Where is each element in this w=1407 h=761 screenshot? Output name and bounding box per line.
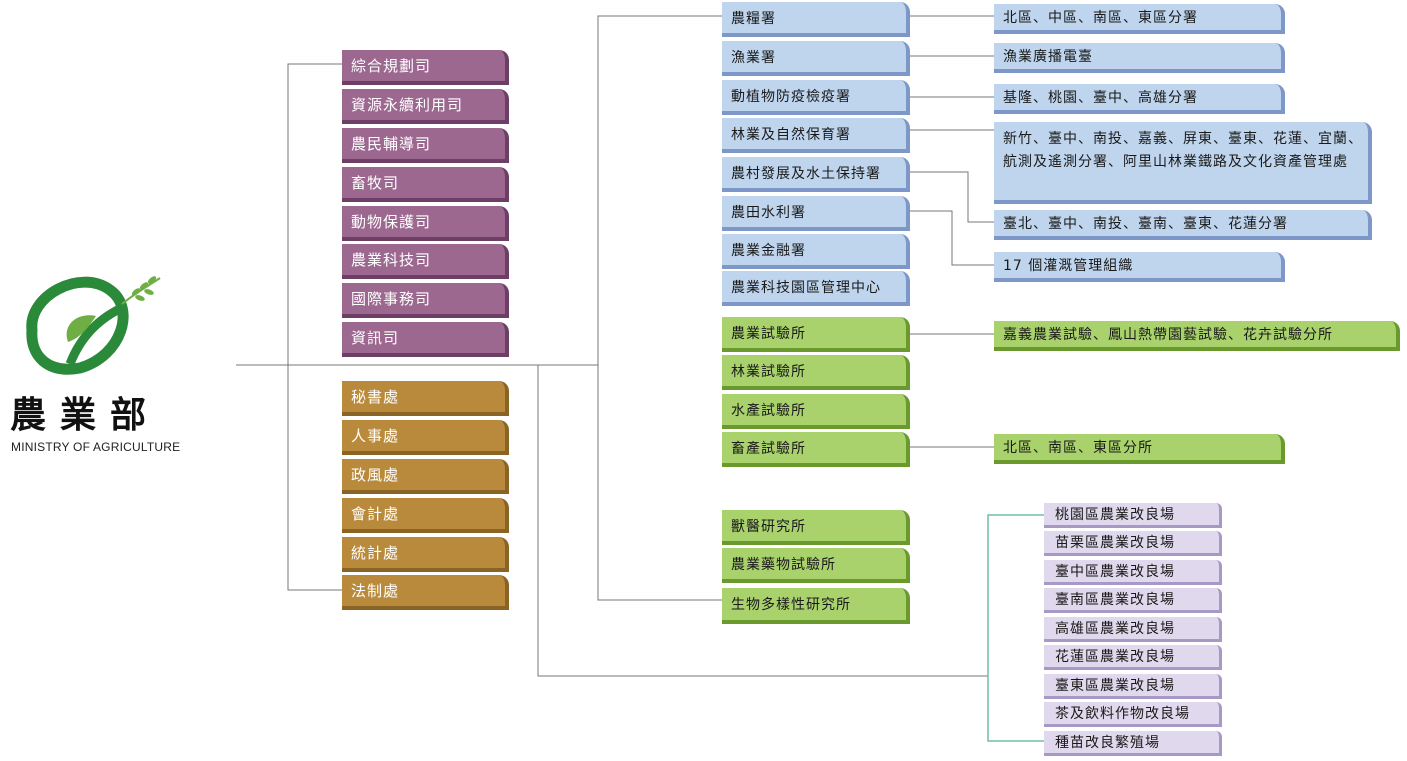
- improvement-station-box[interactable]: 臺中區農業改良場: [1044, 560, 1222, 585]
- improvement-station-box[interactable]: 花蓮區農業改良場: [1044, 645, 1222, 670]
- institute-branch-box[interactable]: 北區、南區、東區分所: [994, 434, 1285, 464]
- agency-branch-box[interactable]: 臺北、臺中、南投、臺南、臺東、花蓮分署: [994, 210, 1372, 240]
- department-box[interactable]: 綜合規劃司: [342, 50, 509, 85]
- agency-box[interactable]: 林業及自然保育署: [722, 118, 910, 153]
- improvement-station-box[interactable]: 種苗改良繁殖場: [1044, 731, 1222, 756]
- office-box[interactable]: 人事處: [342, 420, 509, 455]
- institute-branch-box[interactable]: 嘉義農業試驗、鳳山熱帶園藝試驗、花卉試驗分所: [994, 321, 1400, 351]
- agency-box[interactable]: 農業科技園區管理中心: [722, 271, 910, 306]
- agency-branch-box[interactable]: 北區、中區、南區、東區分署: [994, 4, 1285, 34]
- logo-name-english: MINISTRY OF AGRICULTURE: [11, 440, 181, 454]
- improvement-station-box[interactable]: 臺南區農業改良場: [1044, 588, 1222, 613]
- ministry-logo: 農業部 MINISTRY OF AGRICULTURE: [10, 268, 200, 454]
- office-box[interactable]: 法制處: [342, 575, 509, 610]
- improvement-station-box[interactable]: 苗栗區農業改良場: [1044, 531, 1222, 556]
- agency-box[interactable]: 農田水利署: [722, 196, 910, 231]
- department-box[interactable]: 農業科技司: [342, 244, 509, 279]
- agency-branch-box[interactable]: 漁業廣播電臺: [994, 43, 1285, 73]
- research-institute-box[interactable]: 農業藥物試驗所: [722, 548, 910, 583]
- institute-box[interactable]: 畜產試驗所: [722, 432, 910, 467]
- department-box[interactable]: 國際事務司: [342, 283, 509, 318]
- agency-branch-box[interactable]: 新竹、臺中、南投、嘉義、屏東、臺東、花蓮、宜蘭、航測及遙測分署、阿里山林業鐵路及…: [994, 122, 1372, 204]
- agency-box[interactable]: 漁業署: [722, 41, 910, 76]
- department-box[interactable]: 資源永續利用司: [342, 89, 509, 124]
- agency-box[interactable]: 農村發展及水土保持署: [722, 157, 910, 192]
- improvement-station-box[interactable]: 桃園區農業改良場: [1044, 503, 1222, 528]
- institute-box[interactable]: 農業試驗所: [722, 317, 910, 352]
- institute-box[interactable]: 林業試驗所: [722, 355, 910, 390]
- research-institute-box[interactable]: 獸醫研究所: [722, 510, 910, 545]
- research-institute-box[interactable]: 生物多樣性研究所: [722, 588, 910, 624]
- office-box[interactable]: 統計處: [342, 537, 509, 572]
- logo-name-chinese: 農業部: [10, 394, 161, 436]
- department-box[interactable]: 農民輔導司: [342, 128, 509, 163]
- improvement-station-box[interactable]: 高雄區農業改良場: [1044, 617, 1222, 642]
- office-box[interactable]: 會計處: [342, 498, 509, 533]
- improvement-station-box[interactable]: 臺東區農業改良場: [1044, 674, 1222, 699]
- department-box[interactable]: 畜牧司: [342, 167, 509, 202]
- institute-box[interactable]: 水產試驗所: [722, 394, 910, 429]
- department-box[interactable]: 動物保護司: [342, 206, 509, 241]
- agency-box[interactable]: 動植物防疫檢疫署: [722, 80, 910, 115]
- office-box[interactable]: 秘書處: [342, 381, 509, 416]
- agency-box[interactable]: 農糧署: [722, 2, 910, 37]
- agriculture-logo-icon: [26, 276, 161, 375]
- agency-branch-box[interactable]: 17 個灌溉管理組織: [994, 252, 1285, 282]
- improvement-station-box[interactable]: 茶及飲料作物改良場: [1044, 702, 1222, 727]
- department-box[interactable]: 資訊司: [342, 322, 509, 357]
- agency-branch-box[interactable]: 基隆、桃園、臺中、高雄分署: [994, 84, 1285, 114]
- agency-box[interactable]: 農業金融署: [722, 234, 910, 269]
- office-box[interactable]: 政風處: [342, 459, 509, 494]
